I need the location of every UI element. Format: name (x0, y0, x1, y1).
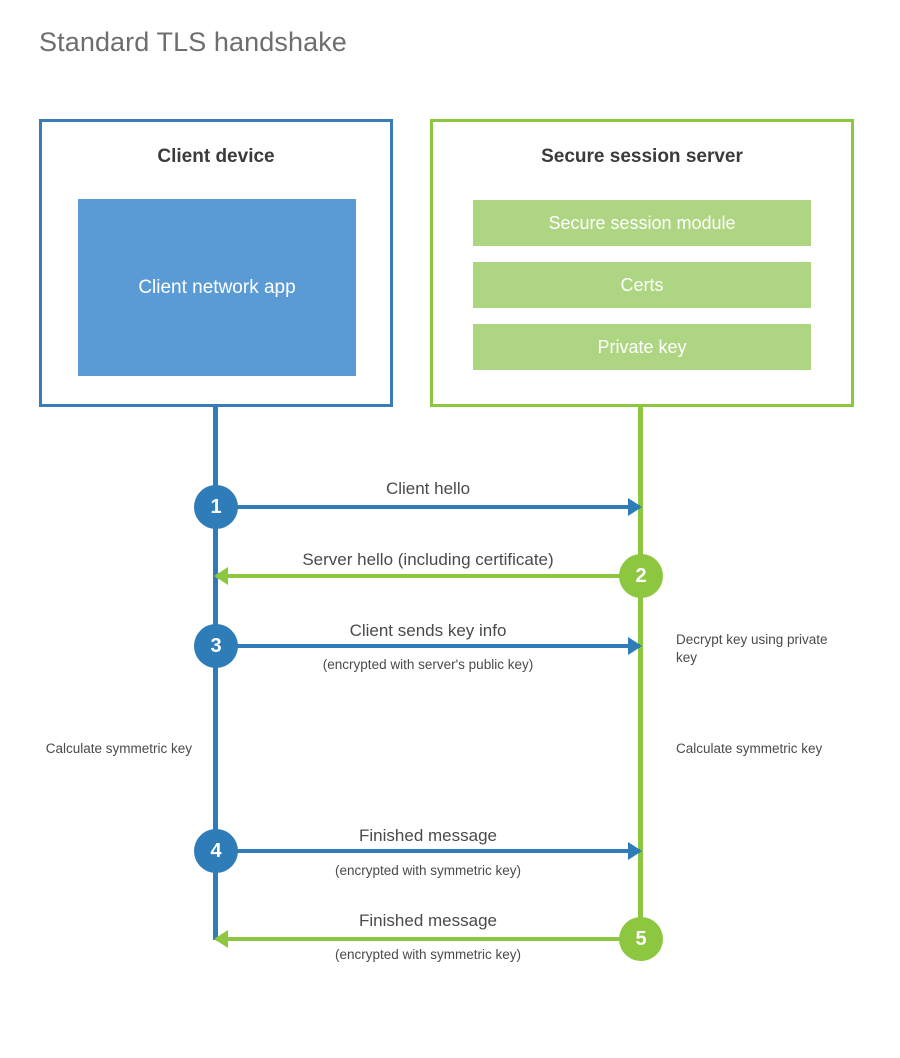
secure-session-server-title: Secure session server (541, 146, 743, 167)
message-sublabel-5: (encrypted with symmetric key) (334, 947, 522, 962)
step-circle-3: 3 (194, 624, 238, 668)
message-arrow-2-head-icon (214, 567, 228, 585)
message-label-5: Finished message (359, 911, 497, 930)
message-arrow-5-line (216, 937, 640, 941)
page-title: Standard TLS handshake (39, 27, 347, 57)
step-circle-4: 4 (194, 829, 238, 873)
step-circle-1: 1 (194, 485, 238, 529)
server-module-secure-session-module: Secure session module (473, 200, 811, 246)
step-circle-2: 2 (619, 554, 663, 598)
annotation-server-calculate-symmetric-key: Calculate symmetric key (676, 741, 823, 756)
message-sublabel-3: (encrypted with server's public key) (322, 657, 534, 672)
message-label-4: Finished message (359, 826, 497, 845)
secure-session-server-box: Secure session server Secure session mod… (430, 119, 854, 407)
message-label-2: Server hello (including certificate) (302, 550, 554, 569)
message-arrow-3-head-icon (628, 637, 642, 655)
message-arrow-1-line (216, 505, 640, 509)
step-circle-5: 5 (619, 917, 663, 961)
annotation-client-calculate-symmetric-key: Calculate symmetric key (45, 741, 192, 756)
message-arrow-1-head-icon (628, 498, 642, 516)
message-label-1: Client hello (385, 479, 471, 498)
message-arrow-5-head-icon (214, 930, 228, 948)
message-arrow-4-head-icon (628, 842, 642, 860)
annotation-decrypt-key: Decrypt key using private key (676, 632, 828, 665)
message-label-3: Client sends key info (349, 621, 507, 640)
client-network-app-block: Client network app (78, 199, 356, 376)
message-sublabel-4: (encrypted with symmetric key) (334, 863, 522, 878)
server-module-certs: Certs (473, 262, 811, 308)
server-module-list: Secure session module Certs Private key (473, 200, 811, 370)
server-module-private-key: Private key (473, 324, 811, 370)
message-arrow-3-line (216, 644, 640, 648)
server-lifeline (638, 407, 643, 940)
client-device-title: Client device (157, 146, 275, 167)
message-arrow-4-line (216, 849, 640, 853)
message-arrow-2-line (216, 574, 640, 578)
client-device-box: Client device Client network app (39, 119, 393, 407)
client-lifeline (213, 407, 218, 940)
